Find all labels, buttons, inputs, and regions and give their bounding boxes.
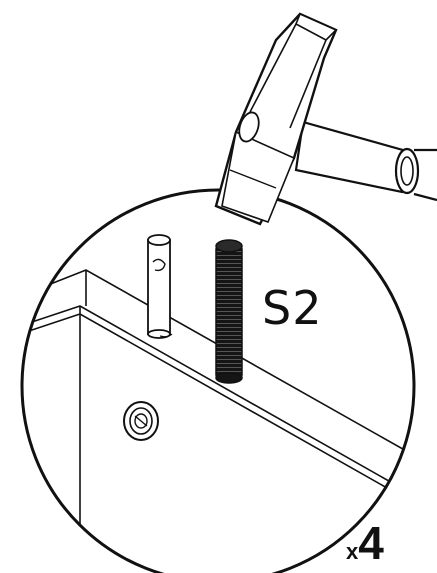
quantity-prefix: x bbox=[346, 539, 359, 564]
quantity-value: 4 bbox=[358, 517, 384, 569]
quantity-label: x4 bbox=[346, 520, 384, 566]
hammer-icon bbox=[214, 12, 437, 226]
cam-lock-icon bbox=[123, 401, 159, 441]
part-label: S2 bbox=[262, 281, 323, 335]
ribbed-dowel-icon bbox=[215, 239, 243, 384]
wooden-dowel-icon bbox=[147, 234, 173, 339]
